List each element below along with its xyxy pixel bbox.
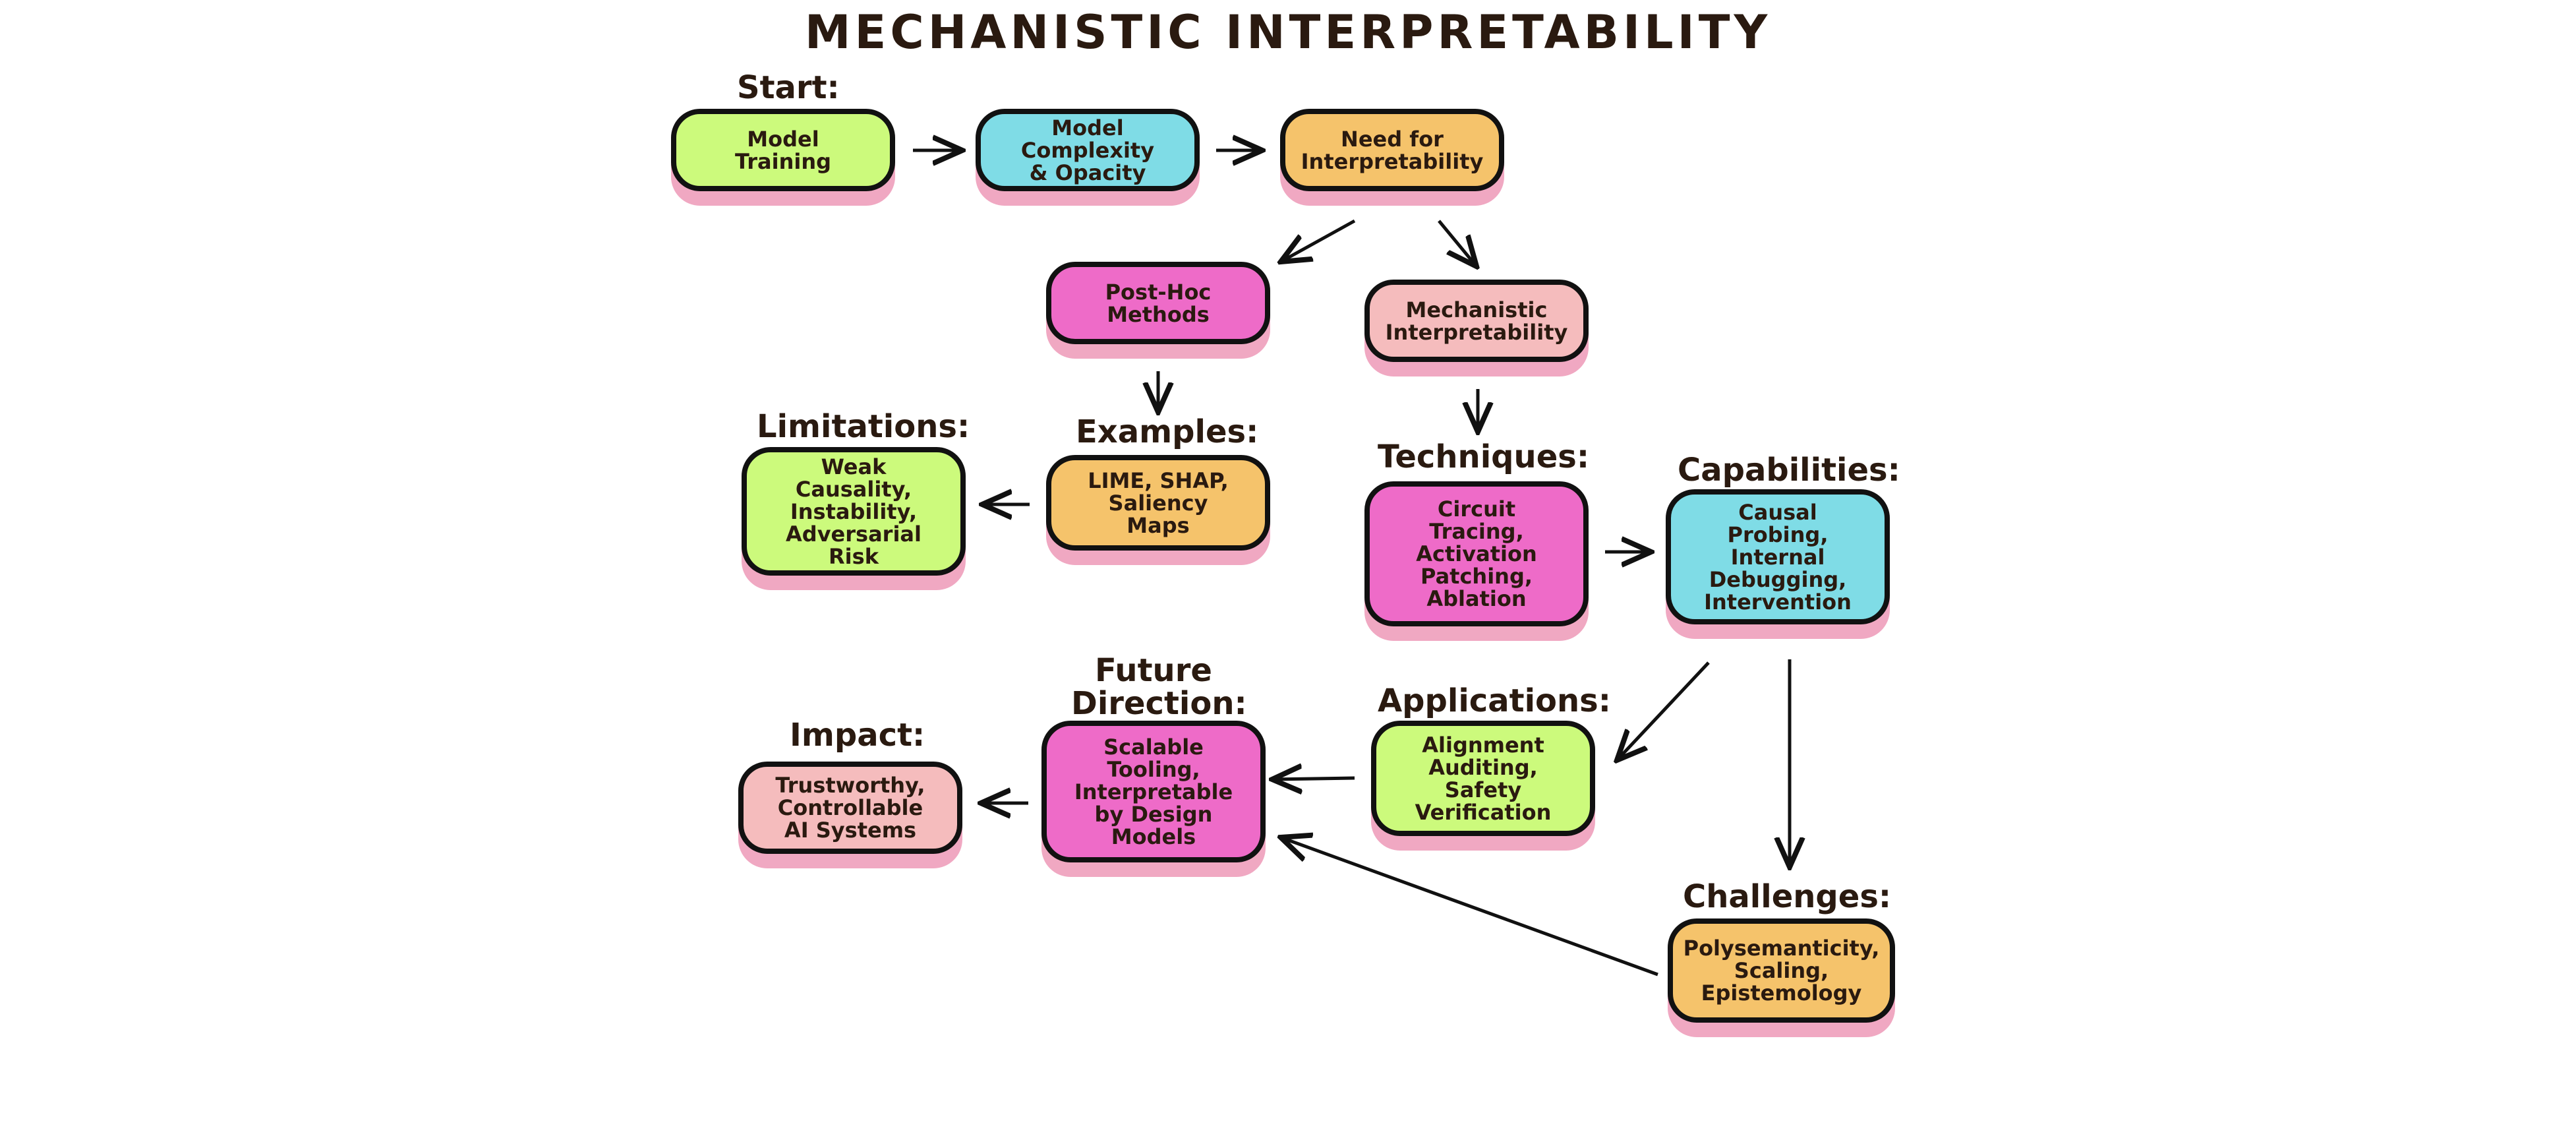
label-examples: Examples: bbox=[1076, 413, 1259, 450]
arrow-need-to-mechanistic bbox=[1438, 220, 1477, 266]
node-impact-text: Trustworthy, Controllable AI Systems bbox=[775, 773, 925, 843]
arrow-challenges-to-future bbox=[1281, 837, 1658, 977]
label-future-direction: Future Direction: bbox=[1071, 652, 1247, 722]
node-mechanistic-interpretability-text: Mechanistic Interpretability bbox=[1385, 297, 1568, 345]
label-impact: Impact: bbox=[790, 717, 925, 754]
node-applications: Alignment Auditing, Safety Verification bbox=[1371, 721, 1595, 836]
node-post-hoc-methods: Post-Hoc Methods bbox=[1046, 262, 1270, 344]
node-examples: LIME, SHAP, Saliency Maps bbox=[1046, 455, 1270, 551]
node-model-training-text: Model Training bbox=[734, 126, 832, 174]
node-limitations-text: Weak Causality, Instability, Adversarial… bbox=[786, 454, 922, 569]
label-applications: Applications: bbox=[1378, 682, 1611, 719]
node-future-direction-text: Scalable Tooling, Interpretable by Desig… bbox=[1074, 734, 1233, 849]
diagram-title: MECHANISTIC INTERPRETABILITY bbox=[804, 5, 1772, 59]
node-limitations: Weak Causality, Instability, Adversarial… bbox=[742, 447, 966, 576]
node-model-complexity: Model Complexity & Opacity bbox=[976, 109, 1200, 191]
label-capabilities: Capabilities: bbox=[1678, 452, 1900, 489]
node-techniques: Circuit Tracing, Activation Patching, Ab… bbox=[1364, 481, 1589, 626]
label-techniques: Techniques: bbox=[1378, 438, 1590, 475]
arrow-need-to-posthoc bbox=[1281, 219, 1356, 262]
node-future-direction: Scalable Tooling, Interpretable by Desig… bbox=[1041, 721, 1266, 862]
node-need-for-interpretability-text: Need for Interpretability bbox=[1301, 126, 1484, 174]
node-examples-text: LIME, SHAP, Saliency Maps bbox=[1088, 467, 1229, 538]
node-capabilities-text: Causal Probing, Internal Debugging, Inte… bbox=[1704, 499, 1852, 615]
label-challenges: Challenges: bbox=[1683, 878, 1892, 915]
arrow-applications-to-future bbox=[1272, 778, 1355, 779]
node-challenges: Polysemanticity, Scaling, Epistemology bbox=[1668, 918, 1895, 1023]
node-impact: Trustworthy, Controllable AI Systems bbox=[738, 762, 962, 854]
node-mechanistic-interpretability: Mechanistic Interpretability bbox=[1364, 280, 1589, 362]
node-challenges-text: Polysemanticity, Scaling, Epistemology bbox=[1683, 936, 1880, 1006]
node-model-training: Model Training bbox=[671, 109, 895, 191]
node-techniques-text: Circuit Tracing, Activation Patching, Ab… bbox=[1416, 496, 1537, 611]
node-model-complexity-text: Model Complexity & Opacity bbox=[1020, 115, 1155, 185]
arrow-capabilities-to-applications bbox=[1617, 661, 1710, 760]
node-need-for-interpretability: Need for Interpretability bbox=[1280, 109, 1504, 191]
node-post-hoc-methods-text: Post-Hoc Methods bbox=[1105, 279, 1212, 327]
node-capabilities: Causal Probing, Internal Debugging, Inte… bbox=[1666, 489, 1890, 624]
node-applications-text: Alignment Auditing, Safety Verification bbox=[1415, 732, 1552, 825]
label-limitations: Limitations: bbox=[757, 408, 970, 445]
label-start: Start: bbox=[737, 69, 840, 106]
